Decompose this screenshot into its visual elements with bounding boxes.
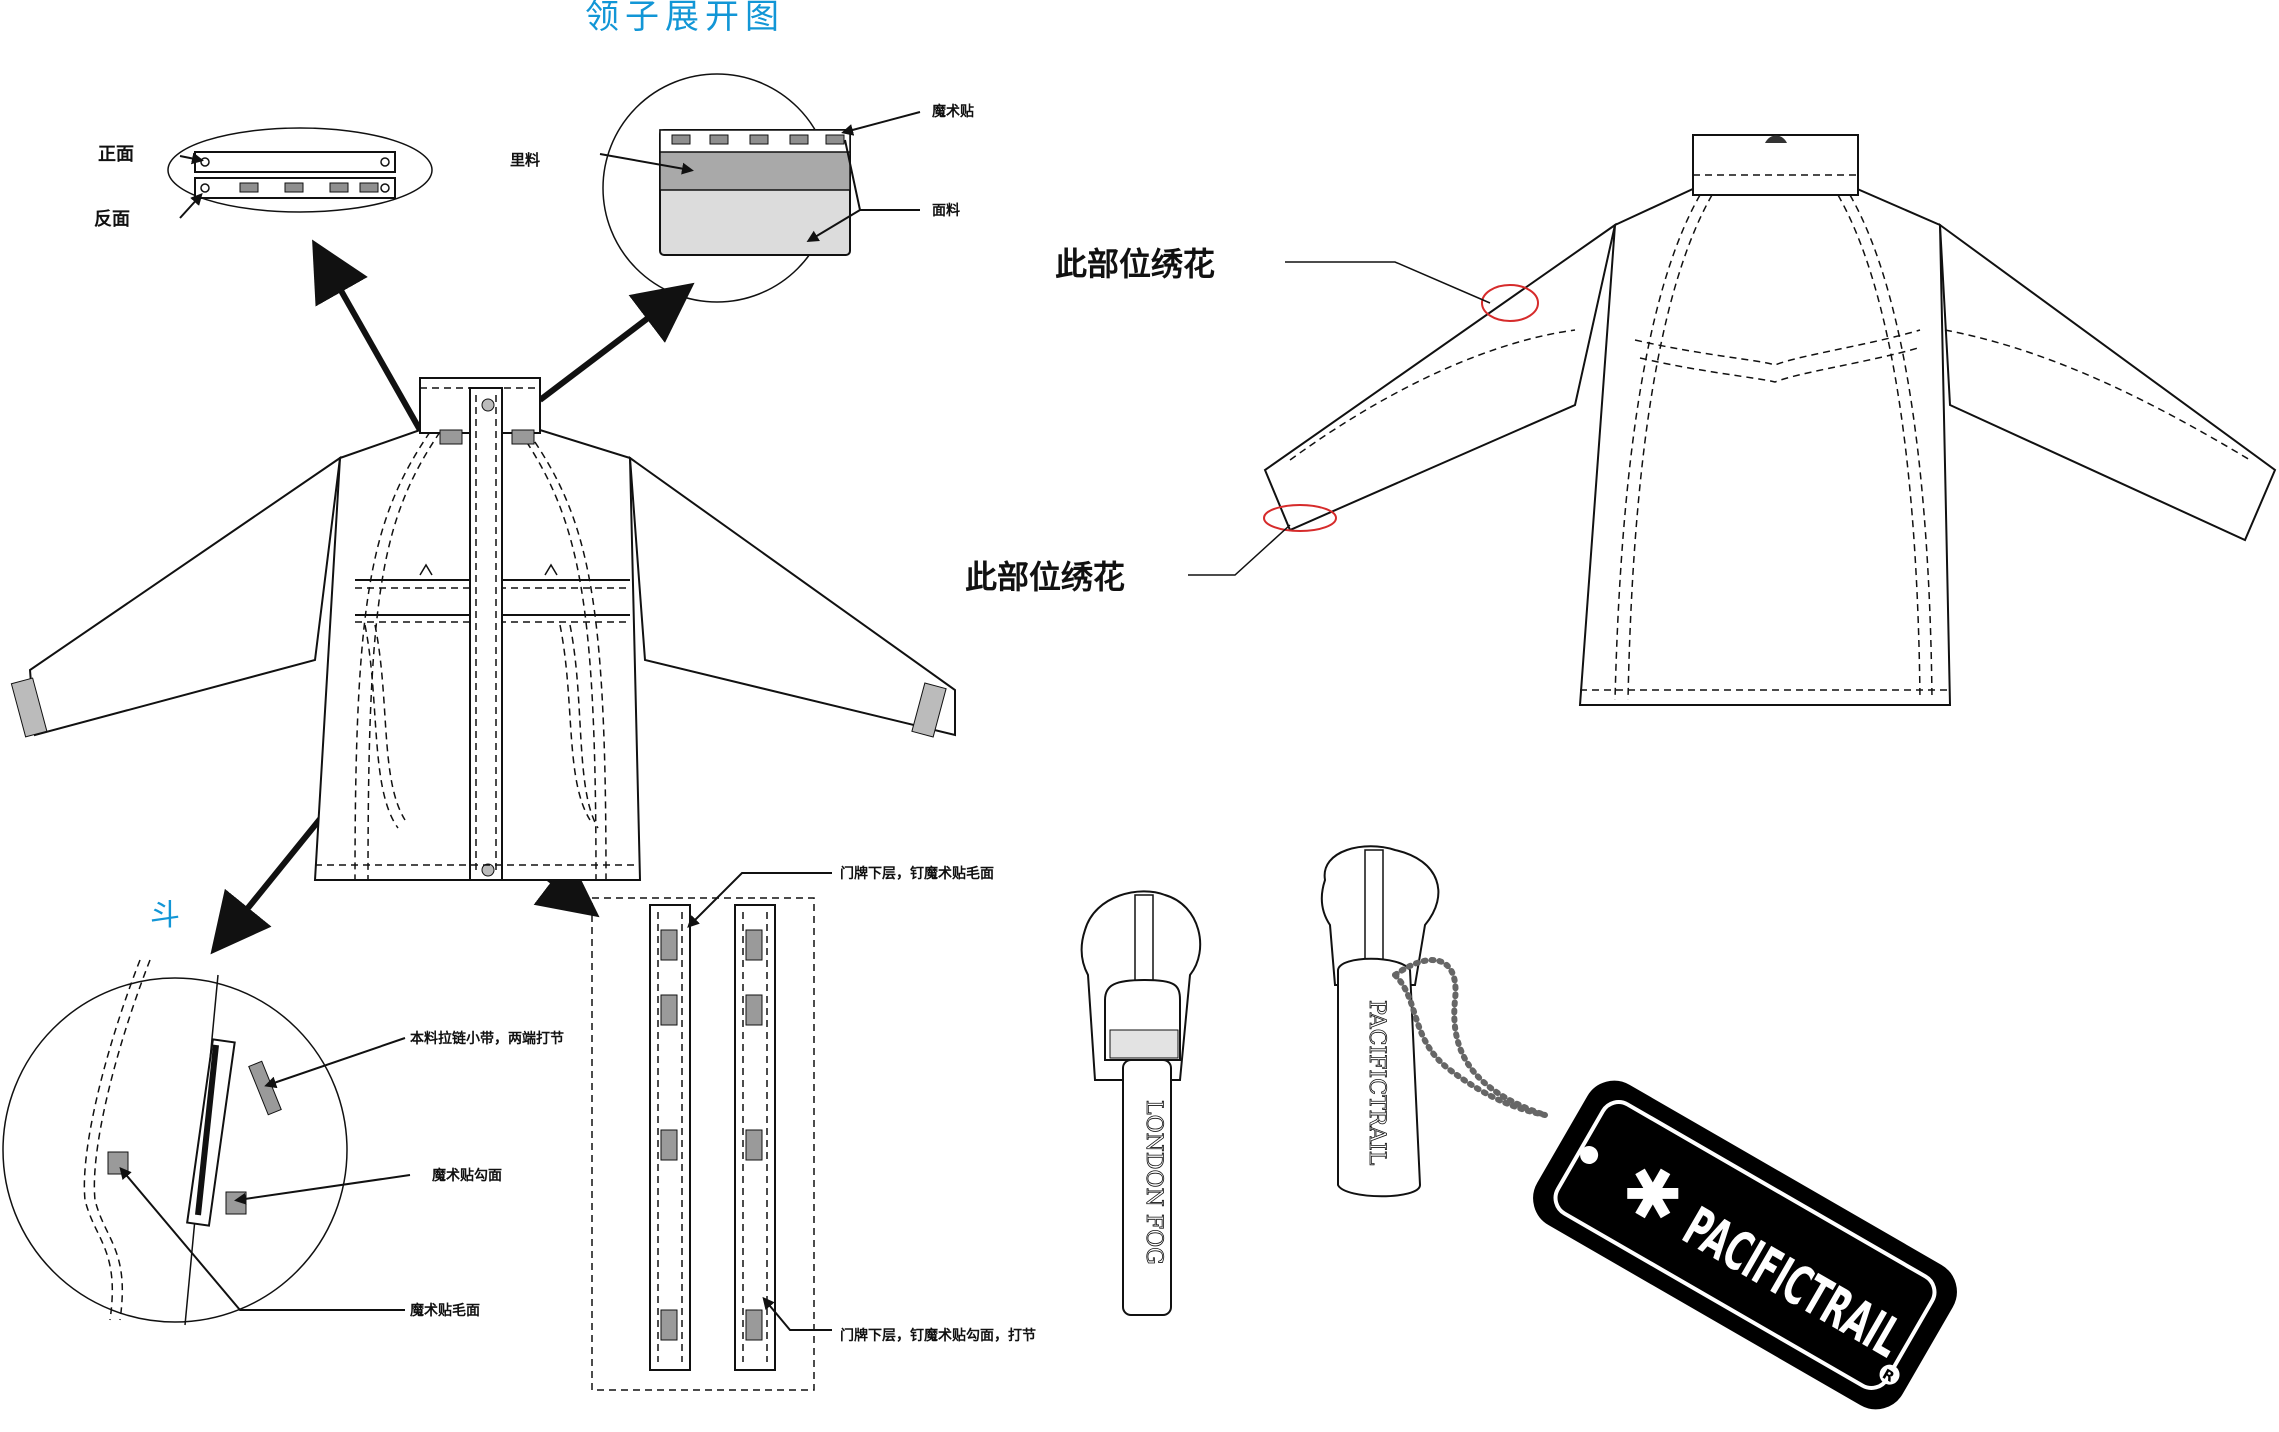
embroidery-circle-cuff — [1263, 504, 1337, 532]
zipper-tab-label: 本料拉链小带，两端打节 — [410, 1030, 564, 1047]
collar-section-detail: 里料 魔术贴 面料 — [510, 73, 974, 303]
front-jacket-sketch — [10, 377, 956, 881]
velcro-loop-label: 魔术贴毛面 — [410, 1302, 480, 1319]
collar-back-label: 反面 — [94, 209, 130, 230]
pull-two-text: PACIFICTRAIL — [1364, 1000, 1389, 1166]
placket-detail: 门牌下层，钉魔术贴毛面 门牌下层，钉魔术贴勾面，打节 — [591, 865, 1036, 1391]
embroidery-circle-shoulder — [1481, 284, 1539, 322]
pull-one-text: LONDON FOG — [1141, 1100, 1166, 1265]
embroidery-label-upper: 此部位绣花 — [1055, 245, 1215, 283]
back-jacket-sketch: 此部位绣花 此部位绣花 — [965, 134, 2277, 706]
collar-face-detail: 正面 反面 — [94, 127, 433, 230]
pocket-zip-detail: 斗 本料拉链小带，两端打节 魔术贴勾面 魔术贴毛面 — [2, 898, 564, 1326]
placket-bottom-label: 门牌下层，钉魔术贴勾面，打节 — [840, 1327, 1036, 1344]
placket-top-label: 门牌下层，钉魔术贴毛面 — [840, 865, 994, 882]
zipper-pull-london-fog: LONDON FOG — [1080, 890, 1202, 1316]
blue-mark: 斗 — [150, 898, 180, 933]
velcro-hook-label: 魔术贴勾面 — [432, 1167, 502, 1184]
velcro-label: 魔术贴 — [932, 103, 974, 120]
shell-label: 面料 — [932, 202, 960, 219]
lining-label: 里料 — [510, 151, 540, 169]
brand-tag: ✱ PACIFICTRAIL R — [1533, 1080, 1957, 1410]
embroidery-label-lower: 此部位绣花 — [965, 558, 1125, 596]
collar-front-label: 正面 — [98, 144, 134, 165]
page-title: 领子展开图 — [585, 0, 785, 37]
zipper-pull-pacifictrail: PACIFICTRAIL ✱ PACIFICTRAIL R — [1320, 845, 1957, 1410]
